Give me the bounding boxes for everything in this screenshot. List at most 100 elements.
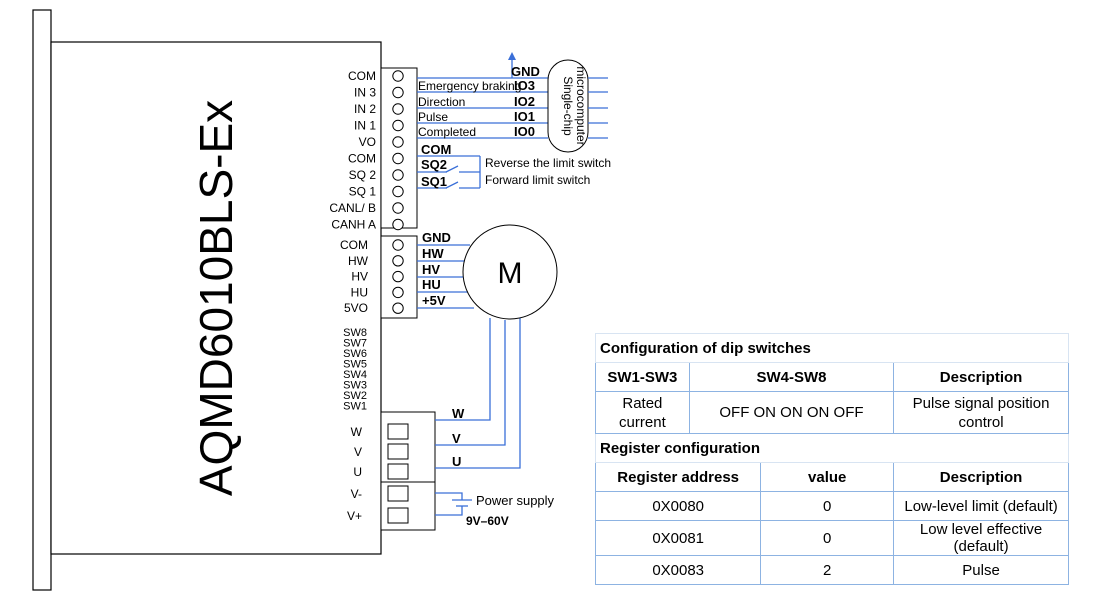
terminal-screw-icon bbox=[392, 239, 404, 251]
dip-switch-label: SW4 bbox=[343, 369, 367, 381]
terminal-screw-icon bbox=[392, 255, 404, 267]
driver-back-plate bbox=[32, 9, 52, 591]
pin-label: COM bbox=[348, 69, 376, 83]
limit-switch-name: SQ1 bbox=[421, 174, 447, 189]
io-name-label: IO0 bbox=[514, 124, 535, 139]
io-desc-label: Completed bbox=[418, 125, 476, 139]
pin-label: HW bbox=[348, 254, 369, 268]
limit-switch-desc: Forward limit switch bbox=[485, 173, 590, 187]
register-description: Low level effective (default) bbox=[893, 520, 1069, 556]
pin-label: SQ 1 bbox=[349, 185, 377, 199]
pin-label: COM bbox=[340, 238, 368, 252]
pin-label: V bbox=[354, 445, 362, 459]
config-tables: Configuration of dip switches SW1-SW3 SW… bbox=[594, 333, 1069, 585]
register-value: 2 bbox=[760, 555, 895, 585]
limit-switch-name: SQ2 bbox=[421, 157, 447, 172]
io-desc-label: Direction bbox=[418, 95, 465, 109]
pin-label: IN 2 bbox=[354, 102, 376, 116]
io-desc-label: Pulse bbox=[418, 110, 448, 124]
register-address: 0X0083 bbox=[594, 555, 762, 585]
dip-header-sw1-sw3: SW1-SW3 bbox=[595, 362, 690, 392]
driver-body bbox=[50, 41, 382, 555]
pin-label: CANL/ B bbox=[329, 201, 376, 215]
terminal-screw-icon bbox=[392, 270, 404, 283]
dip-cell-description: Pulse signal position control bbox=[893, 391, 1069, 434]
terminal-screw-icon bbox=[392, 152, 404, 165]
io-desc-label: Emergency braking bbox=[418, 79, 521, 93]
terminal-screw-icon bbox=[392, 286, 404, 299]
dip-switch-label: SW6 bbox=[343, 348, 367, 360]
register-table-title: Register configuration bbox=[595, 433, 1069, 463]
terminal-screw-icon bbox=[387, 443, 409, 460]
pin-label: HU bbox=[351, 285, 368, 299]
limit-switch-desc: Reverse the limit switch bbox=[485, 156, 611, 170]
terminal-screw-icon bbox=[392, 136, 404, 148]
hall-signal-label: GND bbox=[422, 230, 451, 245]
terminal-screw-icon bbox=[387, 463, 409, 480]
hall-signal-label: HV bbox=[422, 262, 440, 277]
terminal-screw-icon bbox=[392, 70, 404, 82]
dip-switch-label: SW8 bbox=[343, 327, 367, 339]
pin-label: CANH A bbox=[331, 218, 376, 232]
io-name-label: IO1 bbox=[514, 109, 535, 124]
terminal-screw-icon bbox=[392, 302, 404, 314]
terminal-screw-icon bbox=[392, 218, 404, 231]
register-header-description: Description bbox=[893, 462, 1069, 492]
terminal-screw-icon bbox=[392, 119, 404, 132]
pin-label: SQ 2 bbox=[349, 168, 377, 182]
mcu-label-line2: microcomputer bbox=[574, 66, 588, 145]
gnd-arrow-icon bbox=[508, 52, 516, 60]
dip-table-title: Configuration of dip switches bbox=[595, 333, 1069, 363]
dip-header-description: Description bbox=[893, 362, 1069, 392]
pin-label: V- bbox=[351, 487, 362, 501]
register-description: Pulse bbox=[893, 555, 1069, 585]
hall-signal-label: HW bbox=[422, 246, 444, 261]
dip-cell-switch-states: OFF ON ON ON OFF bbox=[688, 391, 895, 434]
phase-label: V bbox=[452, 431, 461, 446]
pin-label: VO bbox=[359, 135, 376, 149]
io-gnd-label: GND bbox=[511, 64, 540, 79]
terminal-screw-icon bbox=[392, 185, 404, 198]
register-header-address: Register address bbox=[594, 462, 762, 492]
table-row: 0X0080 0 Low-level limit (default) bbox=[594, 491, 1069, 521]
dip-switch-label: SW7 bbox=[343, 338, 367, 350]
motor bbox=[462, 224, 558, 320]
com-label: COM bbox=[421, 142, 451, 157]
motor-label: M bbox=[498, 257, 523, 290]
register-header-value: value bbox=[760, 462, 895, 492]
terminal-screw-icon bbox=[392, 86, 404, 99]
dip-switch-label: SW3 bbox=[343, 380, 367, 392]
terminal-screw-icon bbox=[387, 423, 409, 440]
io-name-label: IO3 bbox=[514, 78, 535, 93]
register-address: 0X0080 bbox=[594, 491, 762, 521]
terminal-screw-icon bbox=[392, 202, 404, 214]
pin-label: IN 1 bbox=[354, 119, 376, 133]
pin-label: W bbox=[351, 425, 363, 439]
phase-label: W bbox=[452, 406, 465, 421]
terminal-screw-icon bbox=[392, 103, 404, 115]
terminal-screw-icon bbox=[387, 507, 409, 524]
pin-label: 5VO bbox=[344, 301, 368, 315]
pin-label: IN 3 bbox=[354, 86, 376, 100]
register-value: 0 bbox=[760, 491, 895, 521]
io-name-label: IO2 bbox=[514, 94, 535, 109]
register-address: 0X0081 bbox=[594, 520, 762, 556]
pin-label: V+ bbox=[347, 509, 362, 523]
dip-switch-label: SW2 bbox=[343, 390, 367, 402]
pin-label: U bbox=[353, 465, 362, 479]
hall-signal-label: HU bbox=[422, 277, 441, 292]
dip-cell-rated-current: Rated current bbox=[595, 391, 690, 434]
dip-switch-label: SW5 bbox=[343, 359, 367, 371]
terminal-screw-icon bbox=[387, 485, 409, 502]
table-row: 0X0081 0 Low level effective (default) bbox=[594, 520, 1069, 556]
mcu-block bbox=[547, 59, 589, 153]
table-row: 0X0083 2 Pulse bbox=[594, 555, 1069, 585]
terminal-screw-icon bbox=[392, 169, 404, 181]
pin-label: HV bbox=[351, 270, 368, 284]
pin-label: COM bbox=[348, 152, 376, 166]
mcu-label-line1: Single-chip bbox=[561, 76, 575, 136]
dip-header-sw4-sw8: SW4-SW8 bbox=[688, 362, 895, 392]
register-description: Low-level limit (default) bbox=[893, 491, 1069, 521]
driver-model-label: AQMD6010BLS-Ex bbox=[190, 100, 242, 496]
